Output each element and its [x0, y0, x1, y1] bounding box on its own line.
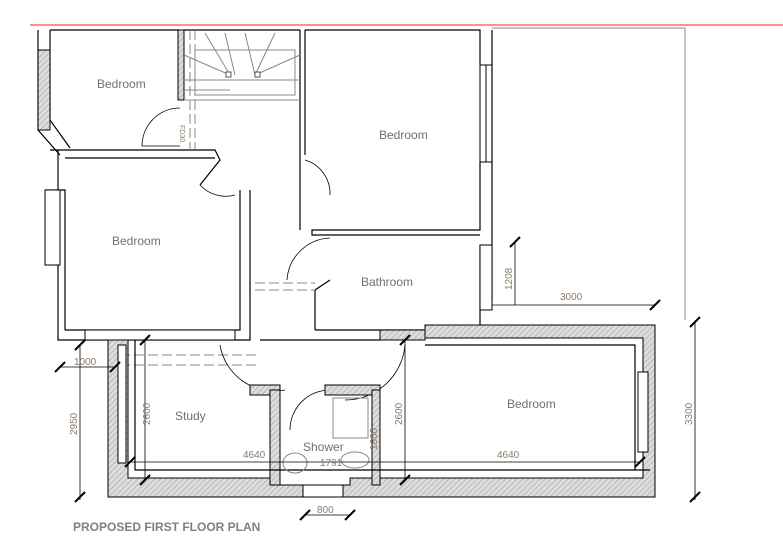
doors	[141, 107, 406, 431]
dim-3300: 3300	[684, 402, 695, 425]
dim-2950: 2950	[69, 412, 80, 435]
room-label-study: Study	[175, 409, 206, 423]
room-label-bathroom: Bathroom	[361, 275, 413, 289]
dim-1208: 1208	[504, 267, 515, 290]
room-label-bedroom-extension: Bedroom	[507, 397, 556, 411]
extension-walls	[107, 324, 656, 498]
dimension-lines	[60, 242, 696, 516]
dim-1600: 1600	[369, 427, 380, 450]
dim-1000: 1000	[74, 357, 97, 368]
dim-2600-bedroom: 2600	[394, 402, 405, 425]
room-label-bedroom-middle-left: Bedroom	[112, 234, 161, 248]
dim-4640-right: 4640	[497, 450, 520, 461]
neighbour-outline	[492, 27, 686, 320]
plan-title: PROPOSED FIRST FLOOR PLAN	[73, 520, 260, 534]
room-label-bedroom-top-left: Bedroom	[97, 77, 146, 91]
dimension-ticks	[54, 236, 701, 521]
door-tag: FD30	[178, 125, 185, 142]
room-label-bedroom-top-right: Bedroom	[379, 128, 428, 142]
dim-2600-study: 2600	[142, 402, 153, 425]
dim-1791: 1791	[320, 458, 343, 469]
staircase	[120, 30, 315, 366]
existing-walls	[37, 29, 493, 341]
dim-3000: 3000	[560, 292, 583, 303]
dim-4640-left: 4640	[243, 450, 266, 461]
room-label-shower: Shower	[303, 440, 344, 454]
dim-800: 800	[317, 505, 334, 516]
